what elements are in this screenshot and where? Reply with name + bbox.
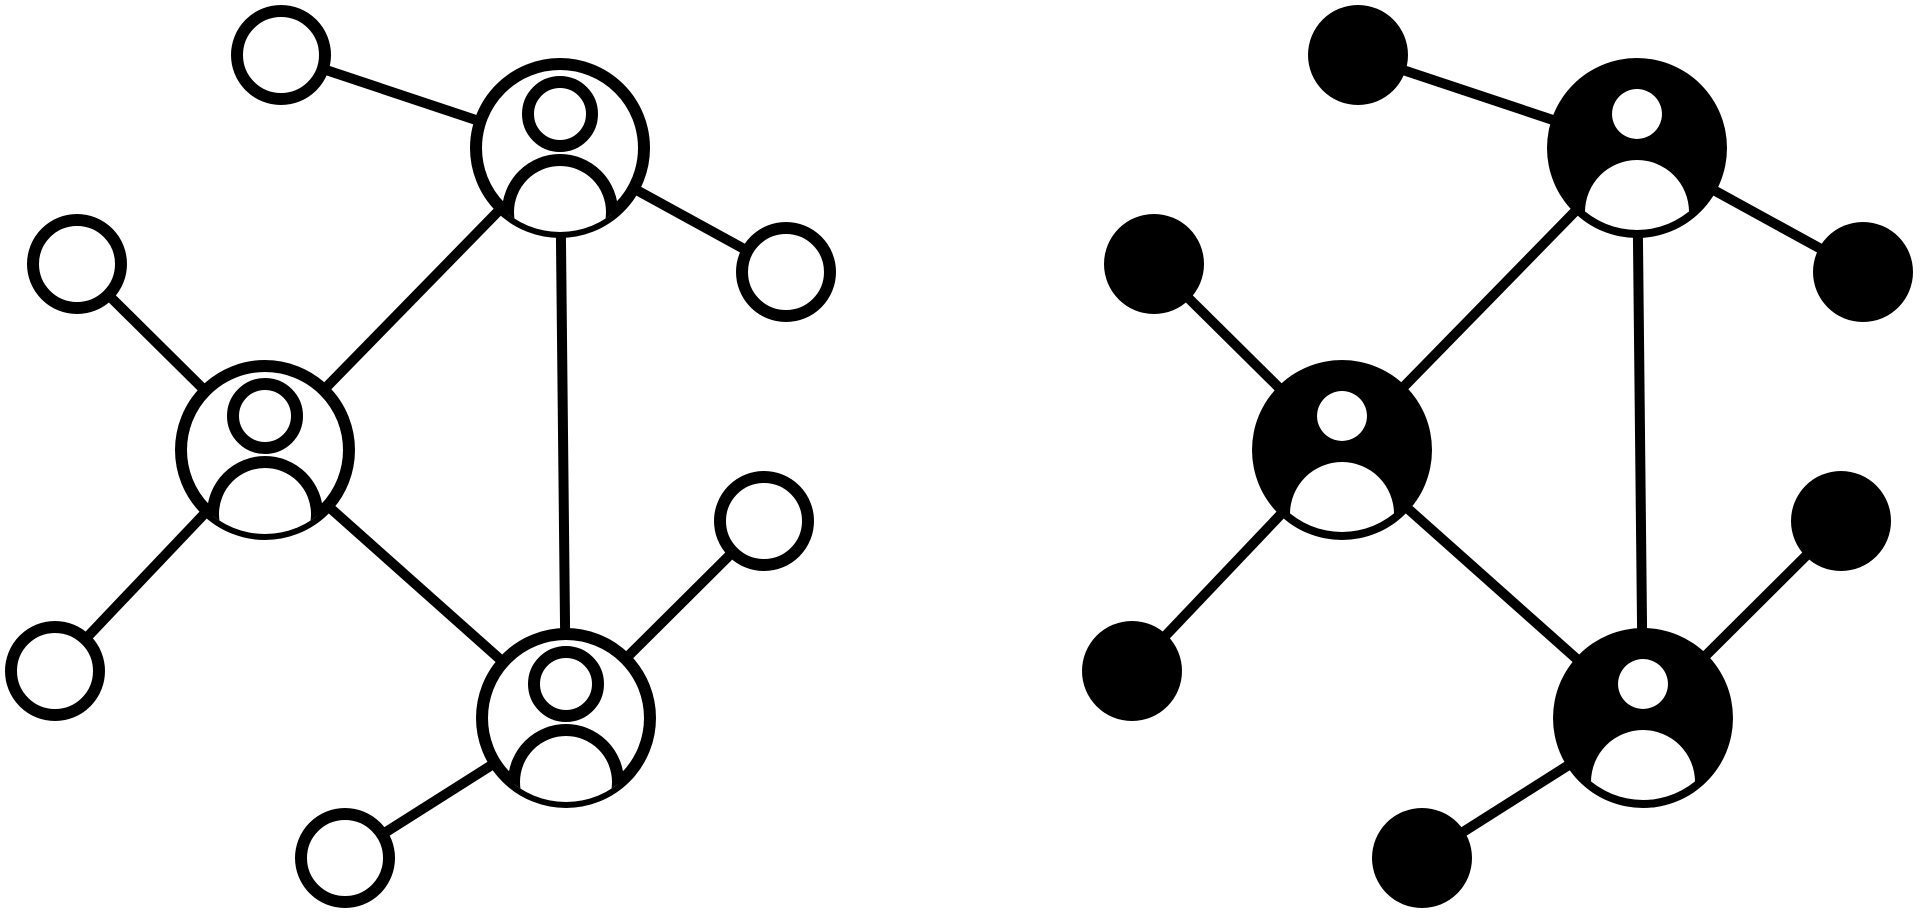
- person-head: [528, 646, 604, 722]
- edges: [1128, 50, 1866, 863]
- hub-top: [470, 58, 650, 238]
- edge-hub-top-hub-bottom: [1632, 147, 1648, 719]
- node-bottom: [295, 808, 395, 908]
- node-bottom: [1372, 808, 1472, 908]
- person-icon: [1585, 89, 1689, 230]
- person-body: [207, 456, 323, 534]
- network-icon-outline: [5, 5, 836, 908]
- person-icon: [508, 646, 624, 802]
- person-body: [1591, 730, 1695, 800]
- hub-bottom: [476, 628, 656, 808]
- person-head: [1317, 391, 1367, 441]
- node-top-left: [231, 5, 331, 105]
- hub-left: [1252, 360, 1432, 540]
- node-top-right: [1813, 222, 1913, 322]
- person-body: [1585, 160, 1689, 230]
- network-icon-filled: [1082, 5, 1913, 908]
- hub-top: [1547, 58, 1727, 238]
- person-icon: [207, 378, 323, 534]
- person-body: [502, 154, 618, 232]
- node-right: [1791, 471, 1891, 571]
- node-bottom-left: [1082, 621, 1182, 721]
- person-icon: [1290, 391, 1394, 532]
- node-top-left: [1308, 5, 1408, 105]
- node-top-right: [736, 222, 836, 322]
- node-right: [714, 471, 814, 571]
- person-head: [1612, 89, 1662, 139]
- hub-bottom: [1553, 628, 1733, 808]
- node-left: [1104, 214, 1204, 314]
- person-body: [1290, 462, 1394, 532]
- person-icon: [1591, 659, 1695, 800]
- edges: [51, 50, 789, 863]
- person-head: [227, 378, 303, 454]
- person-body: [508, 724, 624, 802]
- node-bottom-left: [5, 621, 105, 721]
- person-icon: [502, 76, 618, 232]
- person-head: [1618, 659, 1668, 709]
- edge-hub-top-hub-bottom: [555, 147, 571, 719]
- node-left: [27, 214, 127, 314]
- hub-left: [175, 360, 355, 540]
- person-head: [522, 76, 598, 152]
